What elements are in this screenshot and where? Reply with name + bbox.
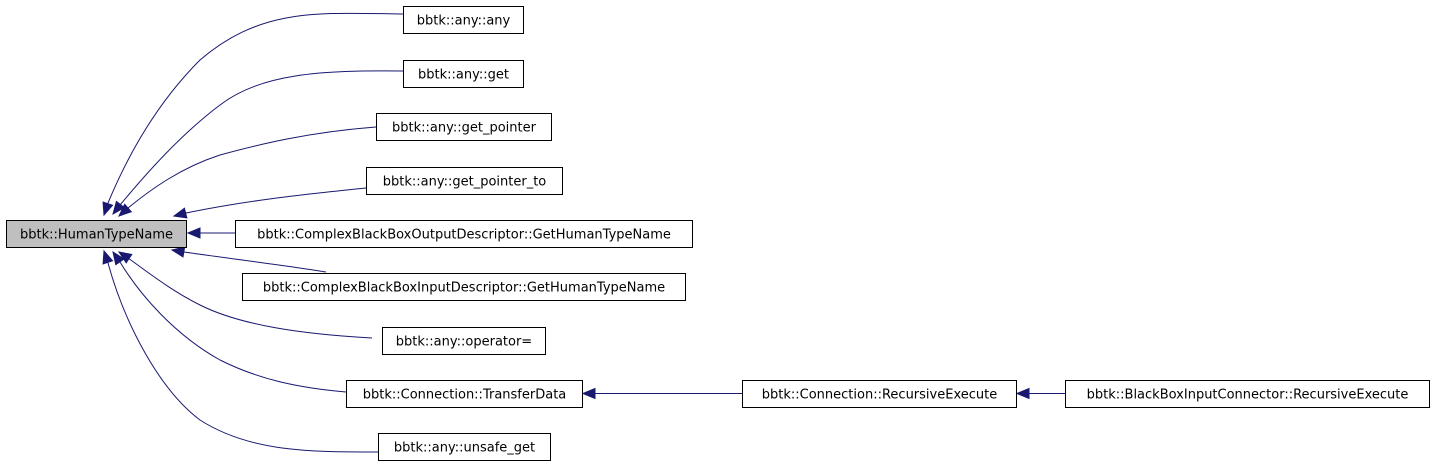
graph-node[interactable]: bbtk::Connection::RecursiveExecute [742, 380, 1017, 408]
edge-n9-to-n0 [103, 250, 379, 453]
arrowhead-n8-to-n0 [112, 250, 125, 266]
node-box [382, 327, 546, 355]
edge-n2-to-n0 [112, 70, 404, 215]
edge-n7-to-n0 [118, 251, 373, 339]
arrowhead-n2-to-n0 [112, 200, 126, 216]
node-label: bbtk::BlackBoxInputConnector::RecursiveE… [1087, 388, 1409, 403]
edge-n4-to-n0 [173, 187, 367, 217]
arrowhead-n10-to-n8 [581, 387, 596, 400]
node-label: bbtk::any::any [417, 14, 511, 29]
graph-node[interactable]: bbtk::any::operator= [382, 327, 546, 355]
graph-node[interactable]: bbtk::any::any [403, 6, 524, 34]
arrowhead-n7-to-n0 [117, 251, 133, 264]
arrowhead-n5-to-n0 [186, 227, 201, 239]
edge-n1-to-n0 [103, 12, 404, 216]
graph-node[interactable]: bbtk::any::get [403, 60, 524, 88]
edge-n8-to-n0 [112, 251, 347, 393]
node-label: bbtk::ComplexBlackBoxInputDescriptor::Ge… [263, 281, 665, 296]
node-box [6, 220, 187, 248]
node-label: bbtk::Connection::TransferData [363, 388, 567, 403]
nodes-layer: bbtk::HumanTypeName bbtk::any::anybbtk::a… [6, 6, 1430, 461]
node-box [366, 167, 563, 195]
edge-n6-to-n0 [171, 249, 327, 273]
node-box [1065, 380, 1430, 408]
edge-n3-to-n0 [118, 126, 377, 217]
graph-node[interactable]: bbtk::any::get_pointer [376, 113, 552, 141]
node-label: bbtk::HumanTypeName [20, 228, 173, 243]
node-box [403, 6, 524, 34]
node-label: bbtk::any::get_pointer [392, 121, 537, 136]
focus-node[interactable]: bbtk::HumanTypeName [6, 220, 187, 248]
graph-node[interactable]: bbtk::ComplexBlackBoxInputDescriptor::Ge… [242, 273, 686, 301]
graph-node[interactable]: bbtk::BlackBoxInputConnector::RecursiveE… [1065, 380, 1430, 408]
node-label: bbtk::Connection::RecursiveExecute [762, 388, 997, 403]
arrowhead-n6-to-n0 [170, 246, 186, 258]
node-box [742, 380, 1017, 408]
node-box [378, 433, 551, 461]
graph-node[interactable]: bbtk::ComplexBlackBoxOutputDescriptor::G… [235, 220, 693, 248]
arrowhead-n9-to-n0 [102, 249, 114, 265]
node-box [242, 273, 686, 301]
graph-node[interactable]: bbtk::any::unsafe_get [378, 433, 551, 461]
node-label: bbtk::any::operator= [396, 335, 532, 350]
arrowhead-n1-to-n0 [102, 201, 114, 217]
arrowhead-n11-to-n10 [1015, 387, 1030, 400]
node-box [346, 380, 583, 408]
arrowhead-n3-to-n0 [118, 203, 133, 217]
graph-node[interactable]: bbtk::any::get_pointer_to [366, 167, 563, 195]
node-label: bbtk::any::get [418, 68, 509, 83]
node-label: bbtk::any::get_pointer_to [383, 175, 547, 190]
node-box [403, 60, 524, 88]
arrowhead-n4-to-n0 [172, 207, 188, 219]
graph-node[interactable]: bbtk::Connection::TransferData [346, 380, 583, 408]
node-label: bbtk::ComplexBlackBoxOutputDescriptor::G… [257, 228, 671, 243]
node-box [376, 113, 552, 141]
node-box [235, 220, 693, 248]
edges-layer [102, 12, 1065, 453]
node-label: bbtk::any::unsafe_get [394, 441, 535, 456]
